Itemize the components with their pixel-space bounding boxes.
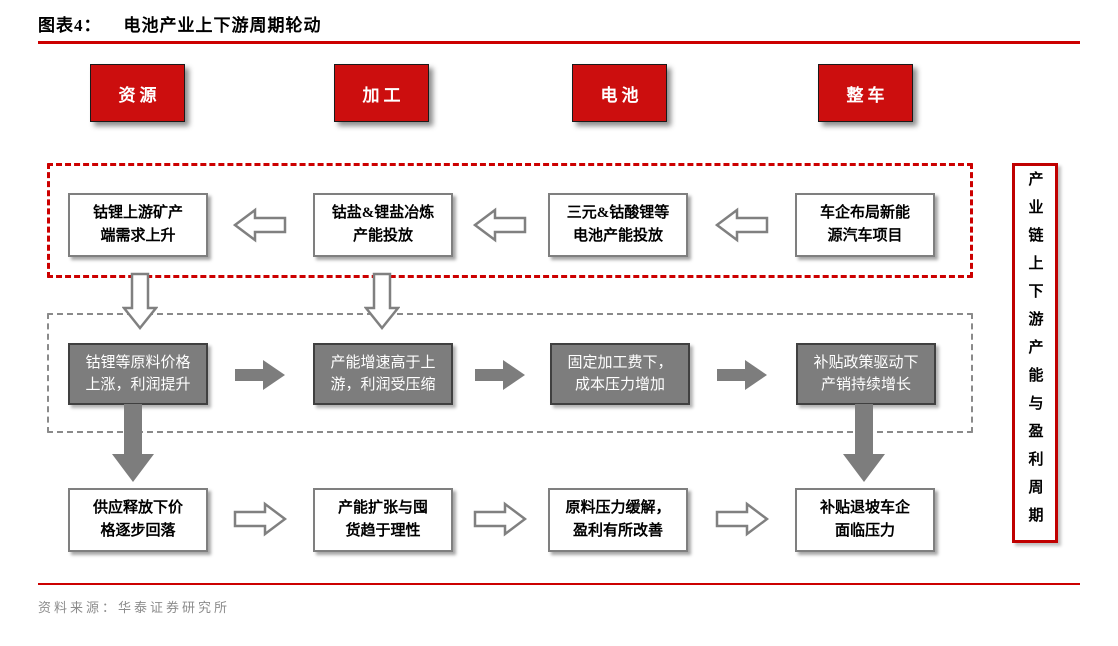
flow-box-text: 钴锂等原料价格 [85,354,191,372]
flow-box-text: 货趋于理性 [345,523,421,539]
flow-box-text: 车企布局新能 [819,204,910,221]
flow-box-text: 产能扩张与囤 [337,499,428,516]
bottom-rule [38,583,1080,585]
down-arrow-icon [364,272,400,330]
flow-box-text: 游，利润受压缩 [330,376,436,393]
right-arrow-icon [473,501,527,537]
flow-box-text: 电池产能投放 [572,228,663,244]
flow-box-cost-relief-profit-improve: 原料压力缓解， 盈利有所改善 [548,488,688,552]
category-box-battery: 电池 [572,64,667,122]
down-arrow-icon [122,272,158,330]
flow-box-oem-nev-projects: 车企布局新能 源汽车项目 [795,193,935,257]
left-arrow-icon [715,207,769,243]
flow-box-fixed-fee-cost-pressure: 固定加工费下， 成本压力增加 [550,343,690,405]
flow-box-text: 供应释放下价 [92,499,183,516]
flow-box-text: 产能投放 [352,228,413,244]
flow-box-subsidy-decline-oem-pressure: 补贴退坡车企 面临压力 [795,488,935,552]
left-arrow-icon [233,207,287,243]
solid-down-arrow-icon [843,404,885,482]
midstream-cycle-dashed-frame [47,313,973,433]
figure-title-row: 图表4： 电池产业上下游周期轮动 [38,11,322,36]
source-note: 资料来源：华泰证券研究所 [38,600,231,615]
category-label: 电池 [600,85,643,105]
figure-title: 电池产业上下游周期轮动 [123,16,322,35]
flow-box-supply-release-price-fall: 供应释放下价 格逐步回落 [68,488,208,552]
flow-box-text: 格逐步回落 [100,523,176,539]
category-box-processing: 加工 [334,64,429,122]
right-arrow-icon [233,501,287,537]
figure-number-label: 图表4： [38,16,102,35]
flow-box-capacity-growth-margin-squeeze: 产能增速高于上 游，利润受压缩 [313,343,453,405]
flow-box-text: 面临压力 [834,523,895,539]
flow-box-salt-smelting-capacity: 钴盐&锂盐冶炼 产能投放 [313,193,453,257]
flow-box-text: 钴盐&锂盐冶炼 [331,204,435,221]
right-arrow-icon [715,501,769,537]
solid-down-arrow-icon [112,404,154,482]
flow-box-text: 固定加工费下， [567,354,673,372]
category-box-resources: 资源 [90,64,185,122]
flow-box-upstream-mine-demand: 钴锂上游矿产 端需求上升 [68,193,208,257]
flow-box-text: 产能增速高于上 [330,354,436,372]
upstream-cycle-dashed-frame [47,163,973,278]
flow-box-text: 产销持续增长 [820,376,911,393]
top-rule [38,41,1080,44]
flow-box-text: 补贴政策驱动下 [813,354,919,372]
flow-box-battery-capacity-investment: 三元&钴酸锂等 电池产能投放 [548,193,688,257]
flow-box-text: 原料压力缓解， [565,499,671,516]
category-box-vehicle: 整车 [818,64,913,122]
flow-box-text: 端需求上升 [100,228,176,244]
side-label-box: 产业链上下游产能与盈利周期 [1012,163,1058,543]
flow-box-text: 上涨，利润提升 [85,376,191,393]
flow-box-text: 源汽车项目 [827,228,903,244]
left-arrow-icon [473,207,527,243]
flow-box-text: 三元&钴酸锂等 [566,204,670,221]
flow-box-text: 盈利有所改善 [572,523,663,539]
category-label: 整车 [846,85,889,105]
side-label-text: 产业链上下游产能与盈利周期 [1026,171,1043,535]
solid-right-arrow-icon [235,360,285,390]
solid-right-arrow-icon [717,360,767,390]
solid-right-arrow-icon [475,360,525,390]
flow-box-text: 补贴退坡车企 [819,499,910,516]
flow-box-text: 成本压力增加 [574,376,665,393]
flow-box-rational-expansion-stocking: 产能扩张与囤 货趋于理性 [313,488,453,552]
flow-box-text: 钴锂上游矿产 [92,204,183,221]
category-label: 加工 [362,85,405,105]
flow-box-subsidy-driven-sales-growth: 补贴政策驱动下 产销持续增长 [796,343,936,405]
category-label: 资源 [118,85,161,105]
flow-box-raw-material-price-rise: 钴锂等原料价格 上涨，利润提升 [68,343,208,405]
